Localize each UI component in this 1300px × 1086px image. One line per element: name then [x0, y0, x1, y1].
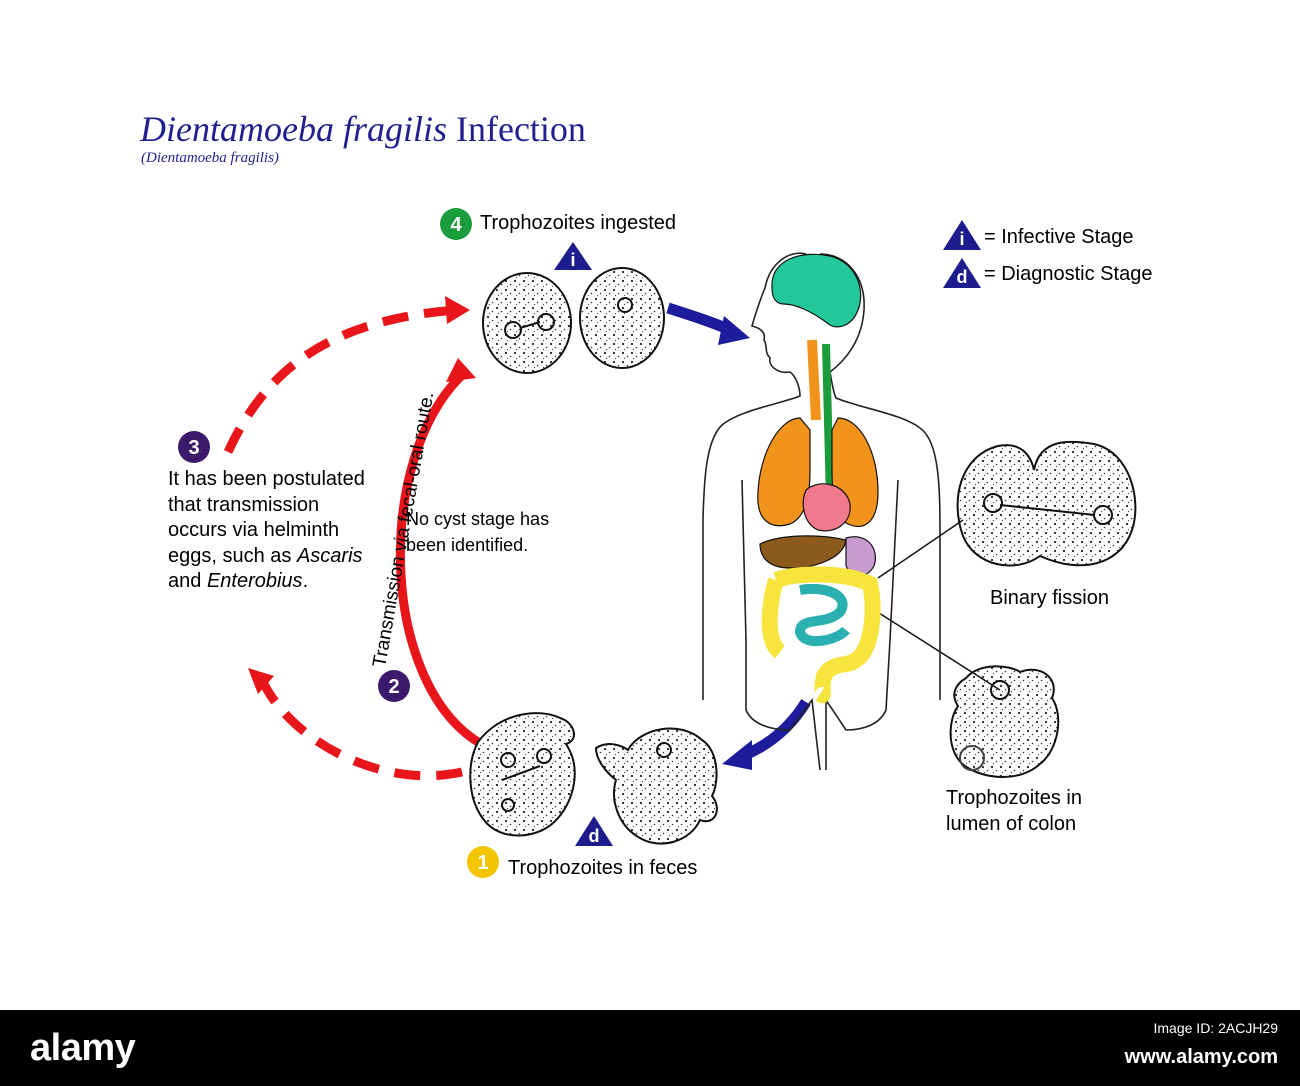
legend-diagnostic-triangle: d: [943, 258, 981, 288]
stage-2-badge: 2: [378, 670, 410, 702]
trophozoite-ingested-left: [482, 272, 572, 374]
blue-arrow-to-mouth: [666, 302, 750, 345]
no-cyst-note-line1: No cyst stage has: [406, 509, 550, 529]
diagnostic-triangle-bottom: d: [575, 816, 613, 846]
stage-3-text-part: .: [302, 570, 309, 592]
stage-3-number: 3: [188, 437, 199, 459]
legend-infective-triangle: i: [943, 220, 981, 250]
watermark-logo: alamy: [30, 1027, 136, 1069]
binary-fission-label: Binary fission: [990, 587, 1109, 609]
fecal-oral-arrow: [395, 358, 481, 746]
stage-3-text: It has been postulated that transmission…: [168, 467, 368, 595]
stage-3-badge: 3: [178, 431, 210, 463]
lumen-trophozoite: [949, 665, 1060, 778]
stage-2-number: 2: [388, 676, 399, 698]
no-cyst-note-line2: been identified.: [406, 535, 529, 555]
lumen-label-line1: Trophozoites in: [946, 787, 1082, 809]
diagram-title: Dientamoeba fragilis Infection: [140, 108, 586, 150]
blue-arrow-to-feces: [722, 699, 811, 770]
watermark-bar: [0, 1010, 1300, 1086]
lumen-label-line2: lumen of colon: [946, 813, 1077, 835]
stage-4-number: 4: [450, 214, 462, 236]
legend-diagnostic-symbol: d: [957, 267, 968, 287]
stage-1-label: Trophozoites in feces: [508, 857, 698, 879]
legend-diagnostic-label: = Diagnostic Stage: [984, 263, 1153, 285]
stage-3-text-part: It has been postulated that transmission…: [168, 468, 365, 567]
stage-1-badge: 1: [467, 846, 499, 878]
ascaris-term: Ascaris: [296, 544, 363, 567]
title-rest: Infection: [446, 109, 586, 149]
infective-marker-letter: i: [570, 250, 575, 270]
legend-infective-label: = Infective Stage: [984, 226, 1134, 248]
dashed-arrow-to-ingested: [223, 296, 470, 454]
lifecycle-diagram: i d i d 4 3 2 1 Transmission via fecal-o…: [178, 208, 1137, 878]
diagnostic-marker-letter: d: [589, 826, 600, 846]
trophozoite-feces-left: [469, 712, 576, 837]
watermark-site: www.alamy.com: [1124, 1046, 1278, 1068]
legend-infective-symbol: i: [959, 229, 964, 249]
binary-fission-cell: [956, 440, 1137, 567]
stage-1-number: 1: [477, 852, 488, 874]
trophozoite-feces-right: [594, 727, 718, 845]
human-body: [702, 252, 941, 771]
stage-4-label: Trophozoites ingested: [480, 212, 677, 234]
trophozoite-ingested-right: [579, 267, 665, 369]
stage-4-badge: 4: [440, 208, 472, 240]
title-species: Dientamoeba fragilis: [140, 109, 447, 149]
infective-triangle-top: i: [554, 242, 592, 270]
diagram-subtitle: (Dientamoeba fragilis): [141, 150, 279, 166]
pointer-line-lumen: [867, 605, 1001, 691]
pointer-line-fission: [877, 519, 964, 579]
stage-3-text-part: and: [168, 570, 207, 592]
dashed-arrow-from-feces: [248, 668, 463, 781]
enterobius-term: Enterobius: [206, 570, 303, 592]
watermark-image-id: Image ID: 2ACJH29: [1153, 1020, 1279, 1036]
